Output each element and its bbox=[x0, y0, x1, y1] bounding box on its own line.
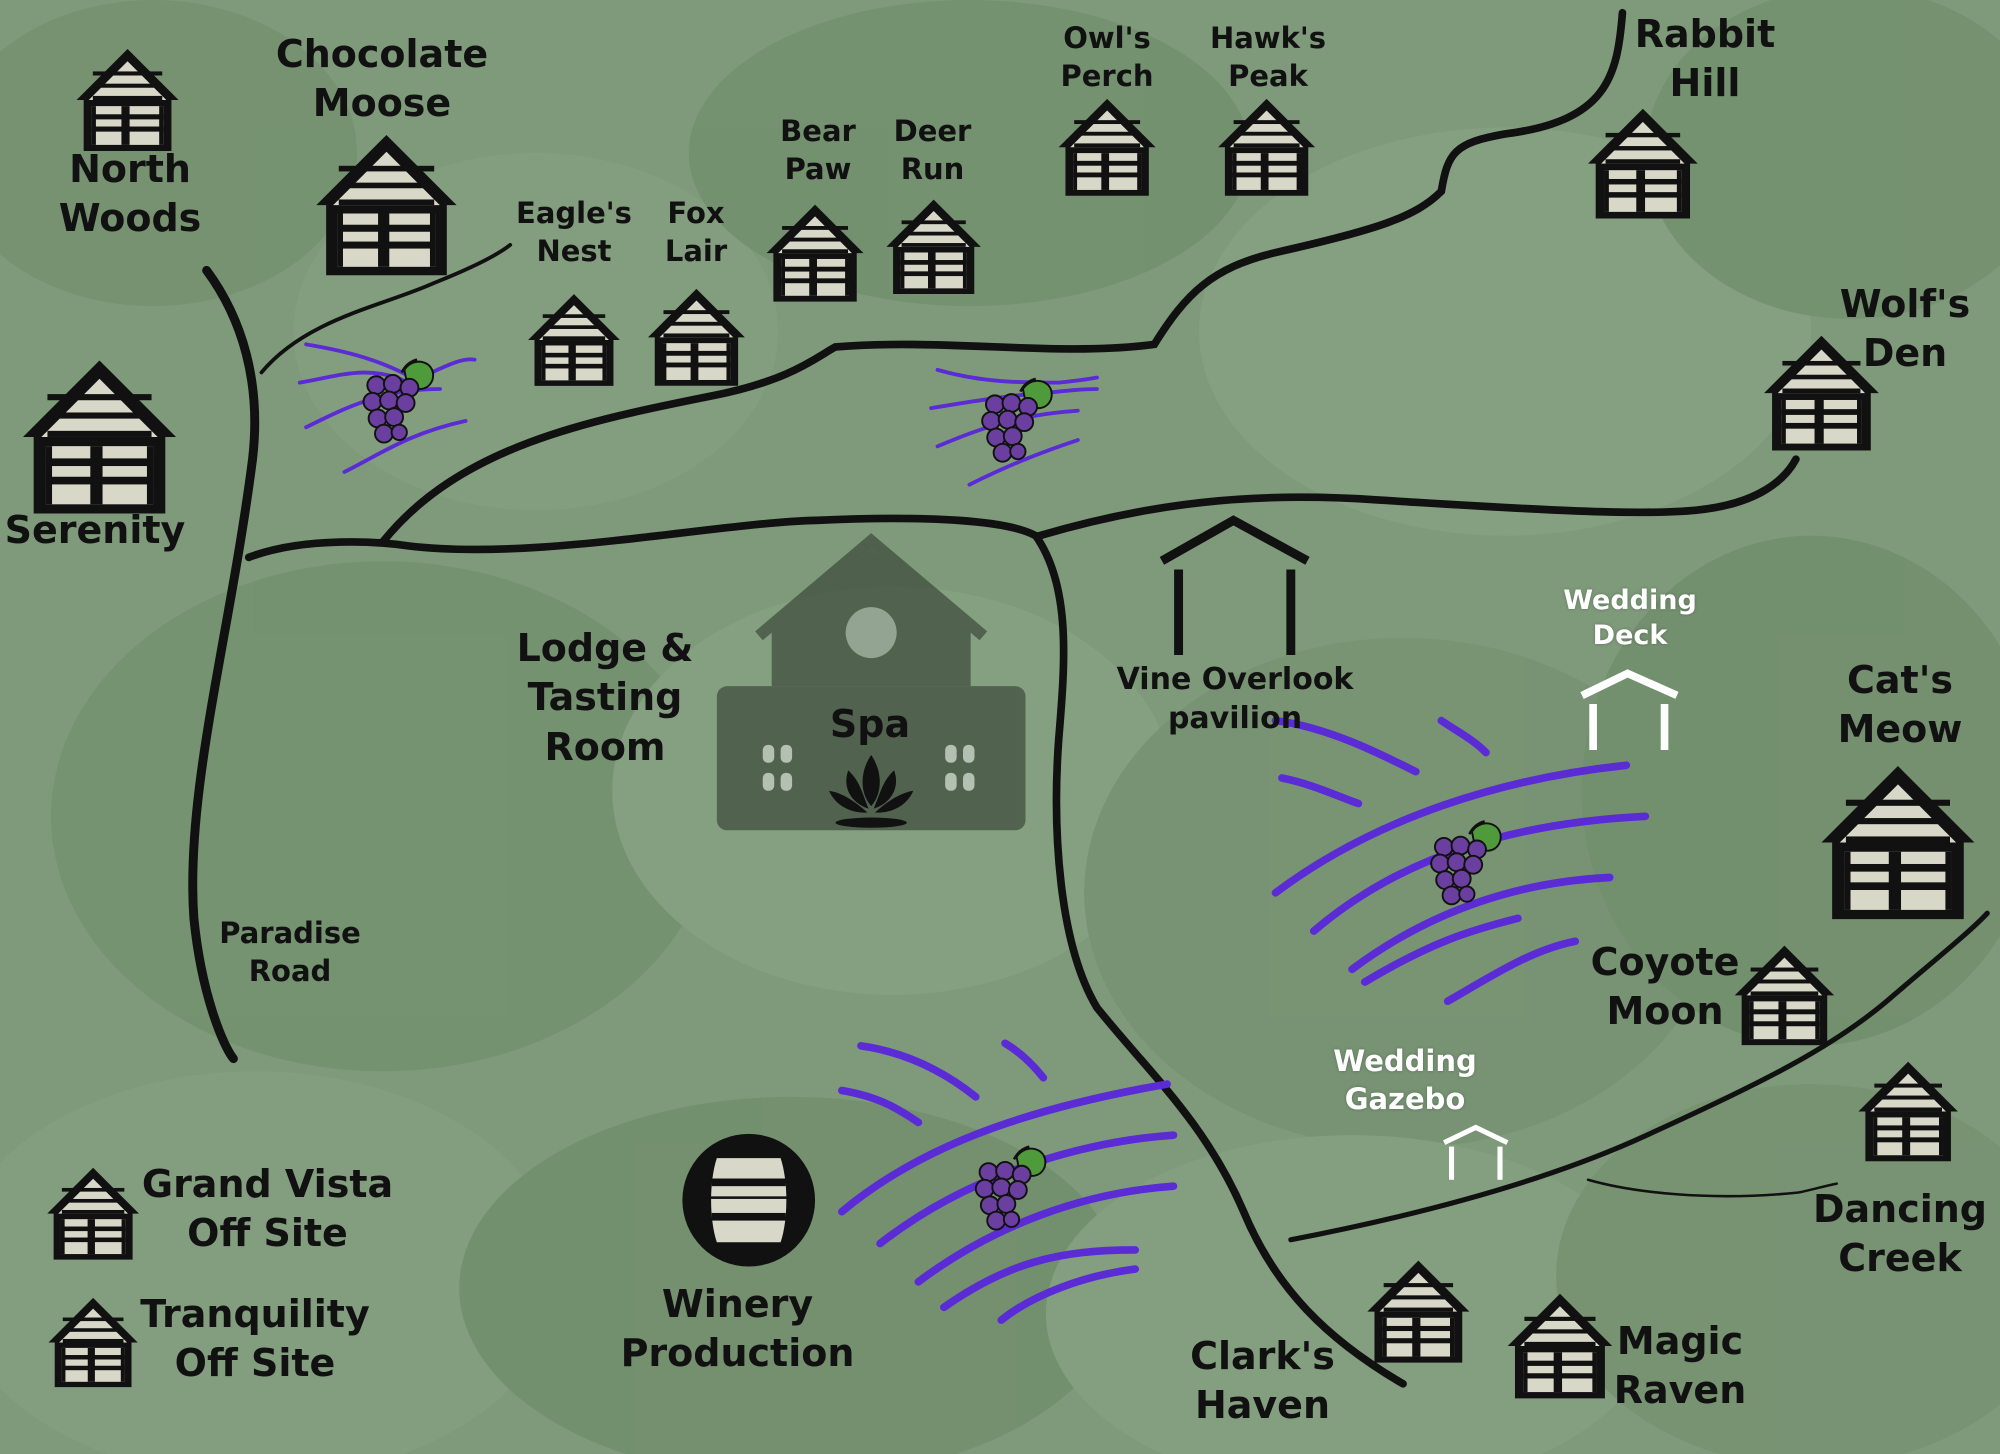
label-lodge: Lodge & Tasting Room bbox=[516, 626, 694, 769]
label-spa: Spa bbox=[829, 702, 911, 746]
label-deer-run: Deer Run bbox=[893, 114, 972, 186]
label-clarks-haven: Clark's Haven bbox=[1190, 1334, 1335, 1428]
road-north-upper bbox=[378, 8, 1627, 546]
label-cats-meow: Cat's Meow bbox=[1837, 658, 1963, 752]
label-bear-paw: Bear Paw bbox=[780, 114, 856, 186]
label-fox-lair: Fox Lair bbox=[664, 196, 728, 268]
road-creek-spur bbox=[1586, 1178, 1839, 1198]
vineyard-south bbox=[838, 1039, 1178, 1324]
pavilion-icon[interactable] bbox=[1159, 515, 1310, 655]
label-serenity: Serenity bbox=[4, 508, 186, 552]
roads bbox=[188, 8, 1990, 1388]
label-wolfs-den: Wolf's Den bbox=[1839, 282, 1971, 376]
label-tranquility: Tranquility Off Site bbox=[140, 1292, 370, 1386]
lotus-icon bbox=[829, 755, 914, 828]
road-east bbox=[1035, 455, 1800, 540]
road-to-eagles-nest bbox=[259, 242, 513, 375]
road-south-main bbox=[1031, 531, 1407, 1388]
road-to-dancing-creek bbox=[1288, 910, 1990, 1243]
label-wedding-gazebo: Wedding Gazebo bbox=[1333, 1044, 1477, 1116]
label-chocolate-moose: Chocolate Moose bbox=[275, 32, 489, 126]
label-vine-overlook: Vine Overlook pavilion bbox=[1116, 662, 1354, 736]
label-rabbit-hill: Rabbit Hill bbox=[1634, 12, 1776, 106]
label-dancing-creek: Dancing Creek bbox=[1812, 1187, 1988, 1281]
road-lodge-north bbox=[244, 514, 1040, 562]
wedding-gazebo-icon[interactable] bbox=[1443, 1124, 1509, 1180]
wedding-deck-icon[interactable] bbox=[1580, 669, 1679, 750]
label-north-woods: North Woods bbox=[58, 147, 202, 241]
barrel-icon[interactable] bbox=[682, 1133, 816, 1267]
label-owls-perch: Owl's Perch bbox=[1060, 21, 1154, 93]
label-eagles-nest: Eagle's Nest bbox=[516, 196, 632, 268]
label-coyote-moon: Coyote Moon bbox=[1590, 940, 1740, 1034]
label-grand-vista: Grand Vista Off Site bbox=[141, 1162, 394, 1256]
label-magic-raven: Magic Raven bbox=[1613, 1319, 1747, 1413]
label-winery: Winery Production bbox=[620, 1282, 855, 1376]
paradise-road-path bbox=[188, 265, 260, 1064]
label-wedding-deck: Wedding Deck bbox=[1563, 585, 1697, 652]
label-hawks-peak: Hawk's Peak bbox=[1209, 21, 1327, 93]
label-paradise-road: Paradise Road bbox=[219, 916, 361, 988]
